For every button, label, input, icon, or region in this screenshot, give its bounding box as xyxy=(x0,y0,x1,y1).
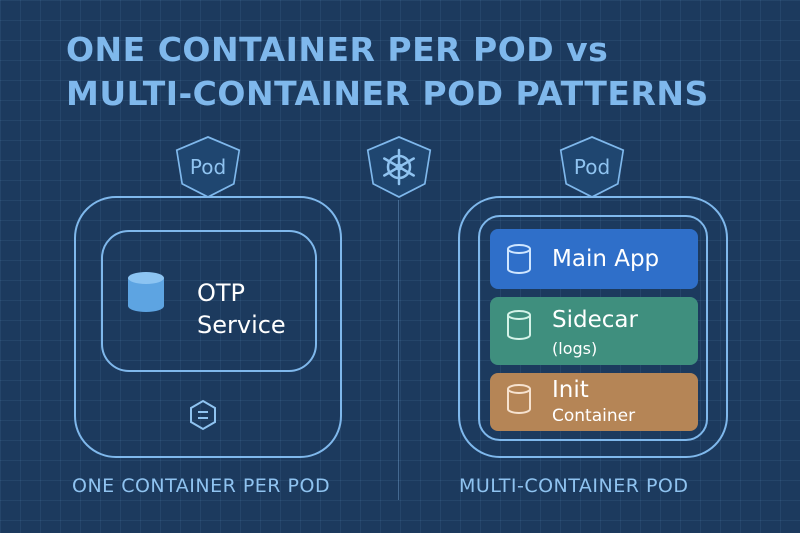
container-icon xyxy=(128,272,164,312)
container-icon xyxy=(507,384,531,414)
page-title: ONE CONTAINER PER POD vs MULTI-CONTAINER… xyxy=(66,28,709,116)
pod-label-right: Pod xyxy=(573,155,611,179)
container-subtitle: Service xyxy=(197,311,286,339)
title-line-1: ONE CONTAINER PER POD vs xyxy=(66,30,609,69)
main-app-label: Main App xyxy=(552,246,660,272)
multi-container-pod xyxy=(458,196,728,458)
init-label: Init xyxy=(552,377,589,403)
main-app-container: Main App xyxy=(490,229,698,289)
title-line-2: MULTI-CONTAINER POD PATTERNS xyxy=(66,74,709,113)
caption-right: MULTI-CONTAINER POD xyxy=(459,475,689,497)
pod-hexagon-left: Pod xyxy=(175,136,241,198)
init-container: Init Container xyxy=(490,373,698,431)
kubernetes-hexagon xyxy=(366,136,432,198)
container-title: OTP xyxy=(197,279,246,307)
container-icon xyxy=(507,244,531,274)
kubernetes-helm-icon xyxy=(383,148,415,186)
init-sublabel: Container xyxy=(552,406,636,426)
container-icon xyxy=(507,310,531,340)
otp-service-container xyxy=(101,230,317,372)
caption-left: ONE CONTAINER PER POD xyxy=(72,475,331,497)
sidecar-container: Sidecar (logs) xyxy=(490,297,698,365)
equals-icon xyxy=(190,399,216,431)
single-container-pod xyxy=(74,196,342,458)
pod-hexagon-right: Pod xyxy=(559,136,625,198)
multi-container-inner xyxy=(478,215,708,441)
sidecar-label: Sidecar xyxy=(552,307,638,333)
pod-label-left: Pod xyxy=(189,155,227,179)
center-divider xyxy=(398,200,399,500)
sidecar-sublabel: (logs) xyxy=(552,339,598,358)
